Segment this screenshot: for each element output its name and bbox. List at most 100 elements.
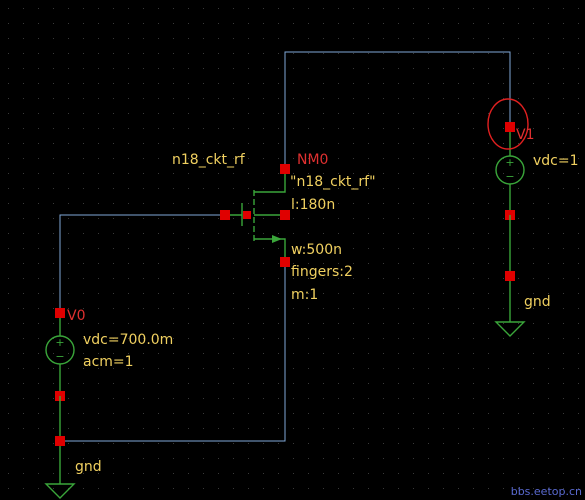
wire-source-to-gnd[interactable]: [60, 262, 286, 442]
grid-dot: [23, 68, 24, 69]
ground-v1[interactable]: [494, 215, 526, 337]
grid-dot: [173, 218, 174, 219]
grid-dot: [338, 68, 339, 69]
grid-dot: [533, 83, 534, 84]
grid-dot: [188, 263, 189, 264]
grid-dot: [263, 353, 264, 354]
grid-dot: [8, 308, 9, 309]
grid-dot: [323, 98, 324, 99]
grid-dot: [368, 83, 369, 84]
grid-dot: [308, 233, 309, 234]
grid-dot: [203, 248, 204, 249]
grid-dot: [113, 218, 114, 219]
grid-dot: [413, 428, 414, 429]
grid-dot: [293, 158, 294, 159]
nmos-source-lead: [254, 238, 286, 262]
grid-dot: [503, 188, 504, 189]
grid-dot: [353, 8, 354, 9]
grid-dot: [263, 98, 264, 99]
grid-dot: [173, 338, 174, 339]
grid-dot: [173, 293, 174, 294]
wire-gate-to-v0[interactable]: [59, 214, 225, 313]
grid-dot: [473, 458, 474, 459]
grid-dot: [353, 203, 354, 204]
grid-dot: [353, 53, 354, 54]
grid-dot: [128, 248, 129, 249]
grid-dot: [98, 158, 99, 159]
wire-drain-to-v1[interactable]: [284, 51, 511, 169]
grid-dot: [128, 488, 129, 489]
grid-dot: [188, 443, 189, 444]
nmos-bulk-pin[interactable]: [280, 210, 290, 220]
grid-dot: [248, 353, 249, 354]
grid-dot: [263, 23, 264, 24]
v0-plus-pin[interactable]: [55, 308, 65, 318]
grid-dot: [563, 53, 564, 54]
grid-dot: [143, 248, 144, 249]
grid-dot: [113, 488, 114, 489]
grid-dot: [23, 458, 24, 459]
grid-dot: [443, 23, 444, 24]
nmos-instance-name[interactable]: NM0: [297, 152, 328, 168]
v0-instance-name[interactable]: V0: [67, 308, 85, 324]
grid-dot: [443, 278, 444, 279]
grid-dot: [293, 428, 294, 429]
grid-dot: [323, 23, 324, 24]
grid-dot: [338, 308, 339, 309]
grid-dot: [38, 398, 39, 399]
grid-dot: [113, 113, 114, 114]
grid-dot: [488, 218, 489, 219]
grid-dot: [158, 263, 159, 264]
nmos-transistor[interactable]: [220, 164, 290, 267]
grid-dot: [98, 428, 99, 429]
grid-dot: [143, 278, 144, 279]
grid-dot: [263, 428, 264, 429]
grid-dot: [443, 458, 444, 459]
grid-dot: [353, 68, 354, 69]
grid-dot: [128, 308, 129, 309]
grid-dot: [383, 248, 384, 249]
gnd-v0-pin[interactable]: [55, 436, 65, 446]
grid-dot: [428, 383, 429, 384]
grid-dot: [203, 113, 204, 114]
grid-dot: [443, 488, 444, 489]
grid-dot: [518, 458, 519, 459]
grid-dot: [518, 98, 519, 99]
grid-dot: [563, 308, 564, 309]
grid-dot: [98, 353, 99, 354]
v1-instance-name[interactable]: V1: [516, 127, 534, 143]
grid-dot: [488, 293, 489, 294]
grid-dot: [473, 68, 474, 69]
nmos-gate-pin[interactable]: [220, 210, 230, 220]
grid-dot: [158, 308, 159, 309]
grid-dot: [458, 278, 459, 279]
voltage-source-v1[interactable]: + −: [487, 98, 529, 220]
grid-dot: [503, 263, 504, 264]
grid-dot: [128, 353, 129, 354]
grid-dot: [293, 353, 294, 354]
grid-dot: [548, 323, 549, 324]
grid-dot: [323, 353, 324, 354]
nmos-drain-pin[interactable]: [280, 164, 290, 174]
grid-dot: [158, 428, 159, 429]
grid-dot: [23, 308, 24, 309]
grid-dot: [143, 488, 144, 489]
grid-dot: [83, 473, 84, 474]
grid-dot: [383, 128, 384, 129]
grid-dot: [323, 443, 324, 444]
grid-dot: [323, 398, 324, 399]
grid-dot: [368, 353, 369, 354]
grid-dot: [428, 68, 429, 69]
grid-dot: [323, 158, 324, 159]
grid-dot: [143, 353, 144, 354]
nmos-source-pin[interactable]: [280, 257, 290, 267]
ground-v0[interactable]: [44, 396, 76, 499]
grid-dot: [383, 218, 384, 219]
grid-dot: [188, 8, 189, 9]
v1-plus-pin[interactable]: [505, 122, 515, 132]
grid-dot: [533, 488, 534, 489]
gnd-v1-pin[interactable]: [505, 271, 515, 281]
grid-dot: [413, 83, 414, 84]
